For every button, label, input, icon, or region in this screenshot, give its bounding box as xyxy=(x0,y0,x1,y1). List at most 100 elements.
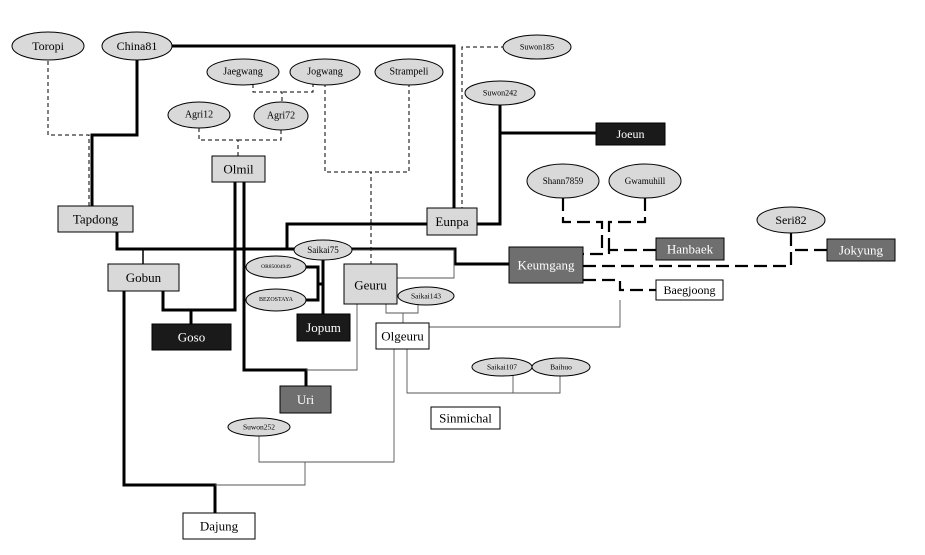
node-saikai107-label: Saikai107 xyxy=(487,363,517,372)
node-suwon242-label: Suwon242 xyxy=(483,89,517,98)
node-eunpa[interactable]: Eunpa xyxy=(426,207,478,236)
line-gobun-dajung xyxy=(122,291,217,513)
node-joeun[interactable]: Joeun xyxy=(595,122,666,146)
line-suwon242-joeun xyxy=(498,104,596,135)
line-eunpa-gobun xyxy=(285,222,427,249)
line-jogwang-agri72 xyxy=(282,83,314,93)
node-seri82-label: Seri82 xyxy=(775,213,806,227)
node-hanbaek[interactable]: Hanbaek xyxy=(655,237,725,261)
thin-dashed-lines xyxy=(47,46,505,264)
line-geuru-uri xyxy=(306,304,358,371)
line-toropi-tapdong xyxy=(47,61,90,206)
node-shann7859-label: Shann7859 xyxy=(543,176,584,186)
thin-solid-lines xyxy=(215,249,621,486)
node-jokyung[interactable]: Jokyung xyxy=(826,238,896,262)
thick-solid-lines xyxy=(90,44,596,513)
node-gobun-label: Gobun xyxy=(126,270,162,285)
line-agri72-olmil xyxy=(238,130,282,141)
node-baihuo[interactable]: Baihuo xyxy=(531,357,591,377)
node-gobun[interactable]: Gobun xyxy=(107,263,180,292)
line-olmil-goso xyxy=(189,182,237,324)
node-olgeuru[interactable]: Olgeuru xyxy=(375,322,430,350)
node-jaegwang[interactable]: Jaegwang xyxy=(206,58,280,86)
node-strampeli[interactable]: Strampeli xyxy=(374,58,444,86)
node-suwon242[interactable]: Suwon242 xyxy=(464,80,536,106)
node-suwon185-label: Suwon185 xyxy=(520,43,554,52)
line-tapdong-keumgang xyxy=(115,232,509,266)
node-jokyung-label: Jokyung xyxy=(839,243,884,258)
node-jogwang[interactable]: Jogwang xyxy=(289,58,361,86)
line-saikai143-olgeuru xyxy=(403,304,419,314)
node-agri72[interactable]: Agri72 xyxy=(253,101,309,131)
node-gwamuhill[interactable]: Gwamuhill xyxy=(608,163,682,199)
line-bezostaya-jopum xyxy=(306,284,320,302)
node-baegjoong-label: Baegjoong xyxy=(664,283,716,297)
node-seri82[interactable]: Seri82 xyxy=(756,206,826,234)
line-china81-tapdong xyxy=(90,60,139,206)
node-sinmichal-label: Sinmichal xyxy=(439,411,492,426)
node-olmil[interactable]: Olmil xyxy=(211,155,266,183)
line-olgeuru-dajung xyxy=(215,349,395,486)
line-agri12-olmil xyxy=(198,128,239,156)
line-jokyung-keumgang xyxy=(583,248,827,268)
node-gwamuhill-label: Gwamuhill xyxy=(625,176,666,186)
box-nodes: Joeun Olmil Tapdong Eunpa Hanbaek Jokyun… xyxy=(57,122,896,540)
line-saikai75-keumgang xyxy=(352,249,455,279)
node-toropi[interactable]: Toropi xyxy=(11,31,85,61)
node-saikai143-label: Saikai143 xyxy=(411,292,441,301)
node-or85004949-label: OR85004949 xyxy=(261,264,291,270)
line-baihuo-sinmichal xyxy=(537,375,561,394)
ellipse-nodes: Toropi China81 Suwon185 Jaegwang Jogwang… xyxy=(11,31,826,437)
node-dajung-label: Dajung xyxy=(200,519,239,534)
node-saikai75[interactable]: Saikai75 xyxy=(293,239,353,261)
node-dajung[interactable]: Dajung xyxy=(182,512,256,540)
node-jopum-label: Jopum xyxy=(306,320,341,335)
node-bezostaya-label: BEZOSTAYA xyxy=(259,297,294,303)
line-suwon242-eunpa xyxy=(477,133,502,226)
node-saikai143[interactable]: Saikai143 xyxy=(397,286,455,306)
node-keumgang[interactable]: Keumgang xyxy=(508,246,584,284)
node-goso[interactable]: Goso xyxy=(151,323,232,351)
line-hanbaek-keumgang xyxy=(583,248,656,256)
node-baegjoong[interactable]: Baegjoong xyxy=(655,279,724,301)
line-or85004949-jopum xyxy=(306,265,323,286)
node-jogwang-label: Jogwang xyxy=(307,67,343,78)
node-strampeli-label: Strampeli xyxy=(390,67,429,78)
node-jaegwang-label: Jaegwang xyxy=(223,67,262,78)
node-tapdong-label: Tapdong xyxy=(73,212,119,227)
node-jopum[interactable]: Jopum xyxy=(296,313,351,342)
line-keumgang-baegjoong xyxy=(583,278,656,292)
node-or85004949[interactable]: OR85004949 xyxy=(245,255,307,279)
line-suwon252-dajung xyxy=(258,435,305,463)
node-agri72-label: Agri72 xyxy=(267,111,295,122)
node-uri[interactable]: Uri xyxy=(279,385,332,414)
node-agri12-label: Agri12 xyxy=(185,110,213,121)
line-baegjoong-olgeuru xyxy=(429,300,621,328)
line-jaegwang-agri72 xyxy=(252,84,283,101)
node-eunpa-label: Eunpa xyxy=(435,214,468,229)
node-tapdong[interactable]: Tapdong xyxy=(57,205,134,233)
node-suwon252[interactable]: Suwon252 xyxy=(227,417,291,437)
node-saikai107[interactable]: Saikai107 xyxy=(471,357,533,377)
line-saikai107-sinmichal xyxy=(512,375,537,394)
thick-dashed-lines xyxy=(561,198,827,292)
line-suwon185-eunpa xyxy=(461,46,505,208)
node-olmil-label: Olmil xyxy=(223,162,254,177)
node-china81[interactable]: China81 xyxy=(101,31,173,61)
node-bezostaya[interactable]: BEZOSTAYA xyxy=(245,288,307,312)
node-saikai75-label: Saikai75 xyxy=(307,245,339,255)
node-hanbaek-label: Hanbaek xyxy=(667,242,714,257)
line-olmil-uri xyxy=(242,182,308,386)
line-strampeli-geuru xyxy=(371,83,410,173)
node-sinmichal[interactable]: Sinmichal xyxy=(430,406,501,430)
node-geuru-label: Geuru xyxy=(354,278,387,293)
line-china81-eunpa xyxy=(172,44,456,208)
node-china81-label: China81 xyxy=(117,39,158,53)
node-suwon185[interactable]: Suwon185 xyxy=(502,34,572,60)
node-shann7859[interactable]: Shann7859 xyxy=(526,163,600,199)
node-olgeuru-label: Olgeuru xyxy=(381,329,424,344)
node-agri12[interactable]: Agri12 xyxy=(167,101,231,129)
node-geuru[interactable]: Geuru xyxy=(343,263,398,305)
line-gobun-goso xyxy=(161,291,191,312)
